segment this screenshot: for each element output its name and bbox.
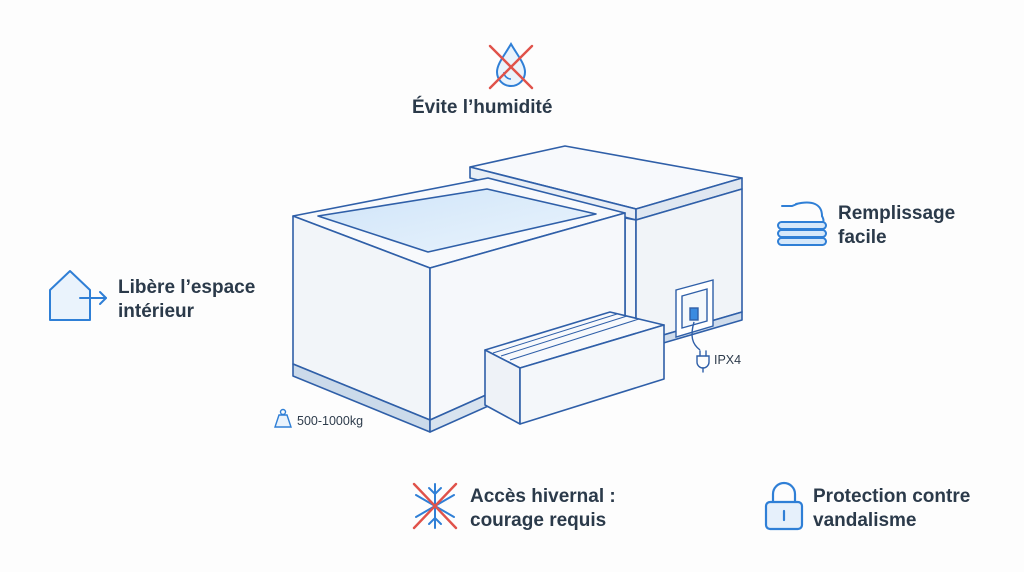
label-winter: Accès hivernal : courage requis: [470, 485, 616, 533]
label-filling-line2: facile: [838, 227, 887, 248]
label-filling: Remplissage facile: [838, 202, 955, 250]
weight-icon: [274, 408, 292, 428]
label-space-line1: Libère l’espace: [118, 277, 256, 298]
label-filling-line1: Remplissage: [838, 203, 956, 224]
house-exit-arrow-icon: [49, 270, 107, 321]
label-winter-line1: Accès hivernal :: [470, 486, 616, 507]
coiled-hose-icon: [777, 201, 827, 246]
control-box: [675, 279, 714, 351]
padlock-icon: [764, 481, 804, 531]
plug-icon: [696, 350, 710, 373]
label-vandalism-line1: Protection contre: [813, 486, 971, 507]
label-vandalism: Protection contre vandalisme: [813, 485, 970, 533]
step-bench: [484, 311, 665, 425]
spa-tub: [292, 177, 626, 433]
weight-spec: 500-1000kg: [297, 414, 364, 428]
crossed-snowflake-icon: [412, 482, 458, 530]
no-water-drop-icon: [488, 42, 534, 90]
label-space-line2: intérieur: [118, 301, 195, 322]
ip-rating: IPX4: [714, 353, 742, 367]
label-vandalism-line2: vandalisme: [813, 510, 917, 531]
label-space: Libère l’espace intérieur: [118, 276, 255, 324]
label-humidity: Évite l’humidité: [412, 97, 553, 118]
label-winter-line2: courage requis: [470, 510, 607, 531]
